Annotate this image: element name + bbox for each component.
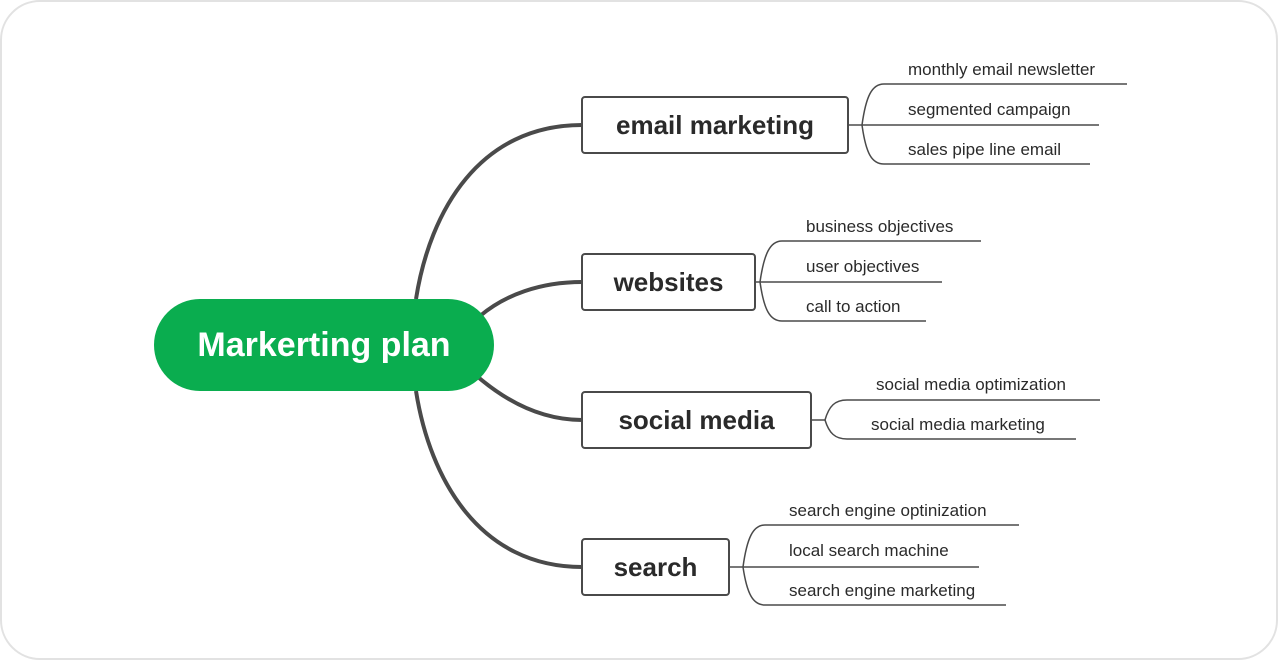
- connector-leaf: [824, 419, 1076, 440]
- leaf-topic[interactable]: social media marketing: [871, 415, 1045, 434]
- leaf-topic[interactable]: social media optimization: [876, 375, 1066, 394]
- leaf-topic[interactable]: call to action: [806, 297, 901, 316]
- branch-websites[interactable]: websites: [581, 253, 756, 311]
- connector-leaf: [742, 566, 1006, 606]
- branch-social-media[interactable]: social media: [581, 391, 812, 449]
- root-topic[interactable]: Markerting plan: [154, 299, 494, 391]
- leaf-topic[interactable]: search engine optinization: [789, 501, 987, 520]
- leaf-topic[interactable]: local search machine: [789, 541, 949, 560]
- leaf-topic[interactable]: segmented campaign: [908, 100, 1071, 119]
- connector-leaf: [759, 240, 981, 283]
- connector-root-websites: [478, 280, 583, 318]
- connector-leaf: [824, 399, 1100, 421]
- leaf-topic[interactable]: search engine marketing: [789, 581, 976, 600]
- branch-search[interactable]: search: [581, 538, 730, 596]
- connector-leaf: [742, 524, 1019, 568]
- connector-leaf: [861, 124, 1090, 165]
- leaf-topic[interactable]: business objectives: [806, 217, 954, 236]
- leaf-topic[interactable]: sales pipe line email: [908, 140, 1062, 159]
- connector-root-social-media: [476, 375, 583, 422]
- connector-root-email-marketing: [414, 123, 583, 300]
- connector-root-search: [414, 390, 583, 569]
- leaf-topic[interactable]: monthly email newsletter: [908, 60, 1096, 79]
- leaf-topic[interactable]: user objectives: [806, 257, 920, 276]
- connector-leaf: [759, 281, 926, 322]
- branch-email-marketing[interactable]: email marketing: [581, 96, 849, 154]
- connector-leaf: [861, 83, 1127, 126]
